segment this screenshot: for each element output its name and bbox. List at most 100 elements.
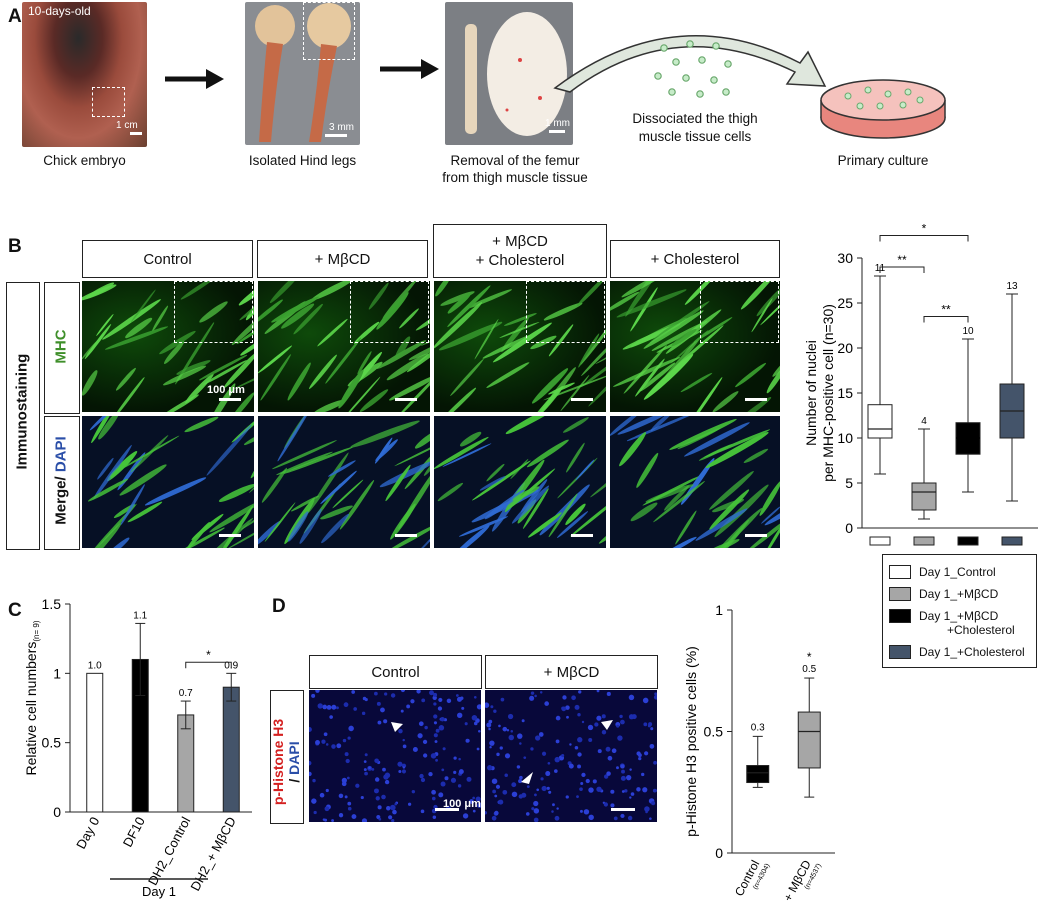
bar [86,672,104,813]
nucleus-dot [412,747,418,752]
immunostaining-label-box [6,282,40,550]
box-value-label: 4 [921,416,927,427]
nucleus-dot [525,812,530,816]
nucleus-dot [458,757,461,761]
myotube-fiber [574,459,595,482]
nucleus-dot [652,788,657,793]
panel-c-letter: C [8,600,22,621]
nucleus-dot [565,705,570,710]
panel-b-letter: B [8,236,22,257]
box [746,765,770,784]
mhc-mbcd-image [258,281,430,412]
nucleus-dot [457,784,462,788]
nucleus-dot [343,702,349,708]
myotube-fiber [84,281,116,301]
nucleus-dot [616,766,619,770]
scale-bar [549,130,565,133]
nucleus-dot [577,764,582,769]
myotube-fiber [143,474,207,507]
nucleus-dot [402,744,407,749]
nucleus-dot [641,772,645,777]
nucleus-dot [477,802,481,808]
nucleus-dot [554,756,560,763]
nucleus-dot [384,692,388,696]
nucleus-dot [491,815,497,821]
selection-box [92,87,125,117]
nucleus-dot [437,706,443,711]
nucleus-dot [507,713,514,720]
immunostaining-label: Immunostaining [13,353,31,470]
scale-bar [130,132,142,135]
histone-mbcd-image [485,690,657,822]
nucleus-dot [536,788,540,792]
x-tick-label: DF10 [120,814,148,849]
nucleus-dot [406,704,411,709]
nucleus-dot [433,721,438,725]
nucleus-dot [523,756,527,760]
nucleus-dot [576,795,579,799]
nucleus-dot [535,735,541,741]
nucleus-dot [511,782,517,788]
nucleus-dot [531,807,535,811]
nucleus-dot [433,702,437,706]
nucleus-dot [610,803,615,808]
nucleus-dot [321,739,326,744]
myotube-fiber [358,387,390,412]
legend-label: Day 1_Control [919,565,996,579]
nucleus-dot [568,763,574,769]
legs-caption: Isolated Hind legs [248,153,357,168]
nucleus-dot [574,704,580,710]
nucleus-dot [554,769,558,773]
nucleus-dot [551,810,554,813]
nucleus-dot [363,760,367,764]
nucleus-dot [601,730,607,735]
dapi-text: DAPI [52,436,70,473]
legend-swatch [889,609,911,623]
nucleus-dot [430,753,437,759]
nucleus-dot [325,788,329,793]
bar-value-label: 1.1 [133,610,147,621]
nucleus-dot [485,810,488,815]
myotube-fiber [485,360,531,390]
nucleus-dot [384,779,390,785]
nucleus-dot [390,804,396,811]
nucleus-dot [552,803,555,807]
nucleus-dot [617,735,623,741]
nucleus-dot [341,777,347,784]
y-axis-label-line1: Number of nuclei [803,340,819,446]
nucleus-dot [485,702,490,708]
nucleus-dot [336,743,342,749]
nucleus-dot [636,787,641,792]
nucleus-dot [432,815,437,820]
femur-removal-photo: 1 mm [445,2,573,145]
scale-bar [435,808,459,811]
nucleus-dot [311,798,317,804]
x-swatch [869,536,891,546]
nucleus-dot [554,815,560,821]
nucleus-dot [519,775,523,780]
nucleus-dot [322,818,326,821]
nucleus-dot [434,740,438,744]
nucleus-dot [562,695,567,700]
age-label: 10-days-old [28,4,91,18]
nucleus-dot [324,806,330,812]
scale-bar [395,398,417,401]
nucleus-dot [651,801,656,806]
nucleus-dot [418,721,424,727]
nucleus-dot [638,756,642,761]
nucleus-dot [435,728,440,733]
nucleus-dot [376,701,381,706]
nucleus-dot [487,765,493,771]
nucleus-dot [431,789,436,795]
nucleus-dot [508,734,515,741]
nucleus-dot [466,776,472,782]
merge-mbcd-image [258,416,430,548]
nucleus-dot [446,698,452,704]
nucleus-dot [621,790,625,793]
nucleus-dot [444,776,449,781]
nucleus-dot [435,758,438,762]
nucleus-dot [351,690,356,694]
nucleus-dot [644,806,650,812]
